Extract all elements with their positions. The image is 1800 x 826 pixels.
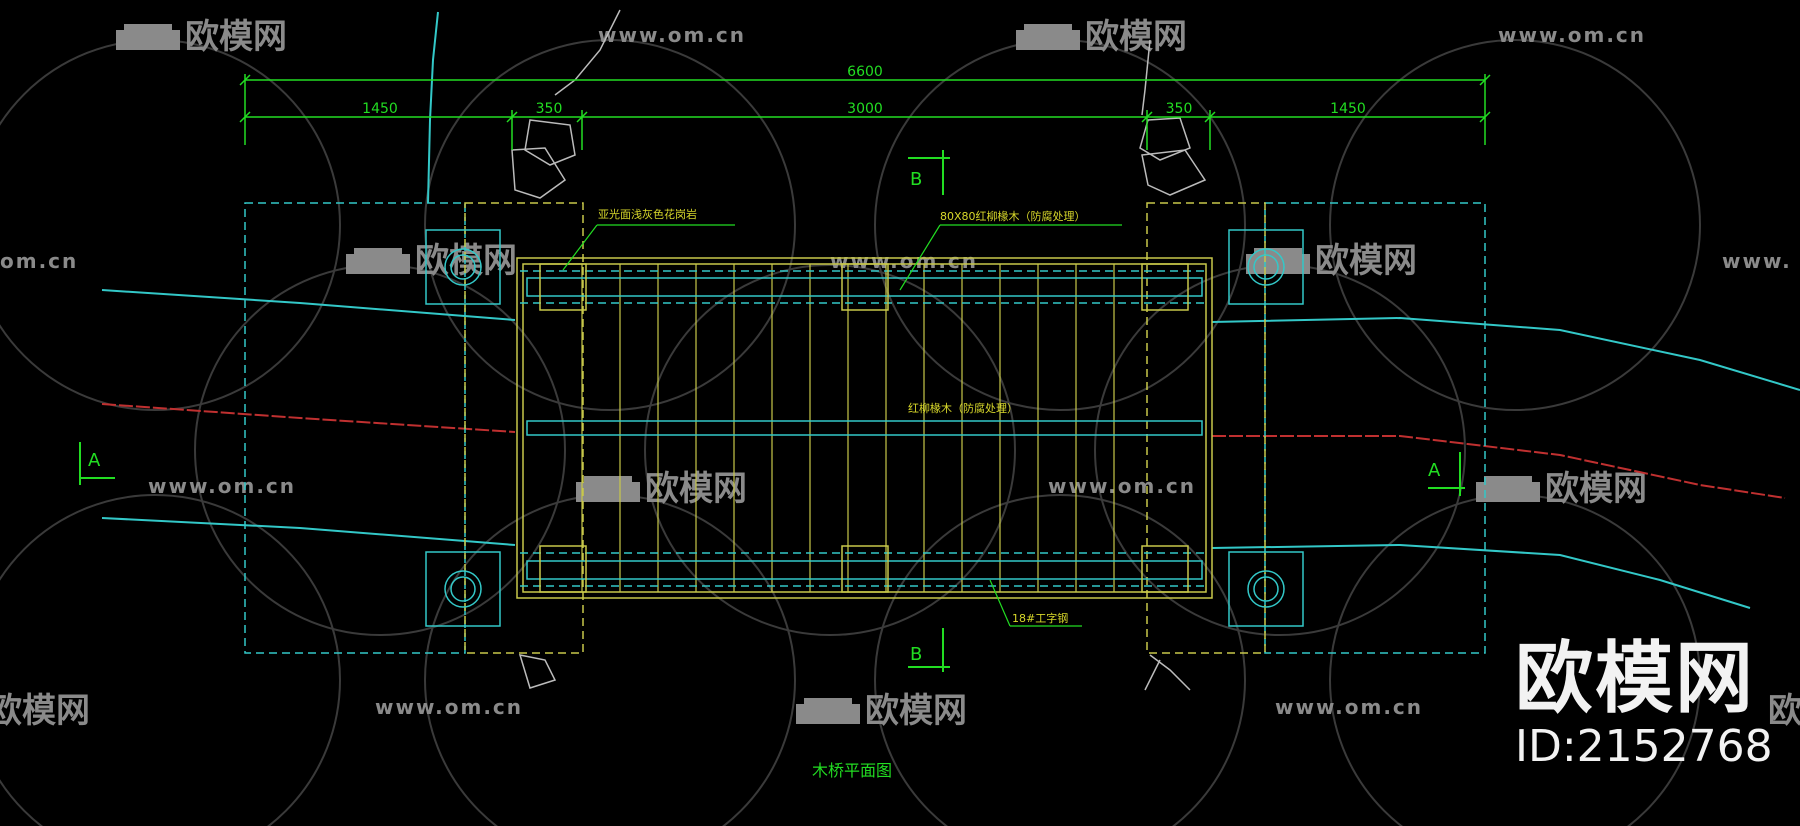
watermark-url: www.: [1722, 249, 1792, 273]
right-abutment-cap: [1146, 202, 1266, 654]
sofa-icon: [1476, 476, 1540, 502]
railing-post: [841, 263, 889, 311]
watermark-url: www.om.cn: [830, 249, 978, 273]
dimension-middle: 3000: [847, 101, 883, 117]
dimension-total: 6600: [847, 64, 883, 80]
dimension-texts: 6600 1450 350 3000 350 1450: [362, 64, 1366, 117]
railing-post: [1141, 545, 1189, 593]
annotation-texts: 亚光面浅灰色花岗岩 80X80红柳椽木（防腐处理） 红柳椽木（防腐处理） 18#…: [598, 207, 1086, 625]
watermark-url: www.om.cn: [1275, 695, 1423, 719]
sofa-icon: [1016, 24, 1080, 50]
annotation-deck-beam: 红柳椽木（防腐处理）: [908, 401, 1018, 415]
deck-planks: [581, 264, 1115, 592]
watermark-brand: 欧模网: [0, 691, 90, 731]
railing-post: [1141, 263, 1189, 311]
watermark-texts: 欧模网 欧模网 欧模网 欧模网 欧模网 欧模网 欧模网 欧模网 欧模网: [0, 17, 1800, 731]
watermark-url: www.om.cn: [375, 695, 523, 719]
watermark-url: om.cn: [0, 249, 78, 273]
deck-outline: [516, 257, 1213, 599]
watermark-brand: 欧模网: [185, 17, 287, 57]
railing-posts: [539, 263, 1189, 593]
pile-cap: [1228, 551, 1304, 627]
river-bank-bottom-left: [101, 517, 516, 546]
watermark-url: www.om.cn: [148, 474, 296, 498]
watermark-brand: 欧模网: [865, 691, 967, 731]
sofa-icon: [1246, 248, 1310, 274]
deck-inner-outline: [522, 263, 1207, 593]
left-abutment-cap: [464, 202, 584, 654]
sofa-icon: [346, 248, 410, 274]
sofa-icon: [576, 476, 640, 502]
watermark-logo-icons: [116, 24, 1540, 724]
right-abutment: [1264, 202, 1486, 654]
watermark-url: www.om.cn: [1498, 23, 1646, 47]
rock-outlines: [511, 9, 1207, 691]
watermark-url: www.om.cn: [1048, 474, 1196, 498]
section-markers: [79, 150, 1465, 672]
annotation-steel-beam: 18#工字钢: [1012, 611, 1068, 625]
pile-cap: [1228, 229, 1304, 305]
river-centerline-left: [101, 403, 516, 433]
river-bank-top-right: [1211, 316, 1800, 391]
pile-cap: [425, 229, 501, 305]
watermark-id: ID:2152768: [1515, 721, 1773, 772]
railing-post: [539, 545, 587, 593]
bottom-beam: [526, 560, 1203, 580]
watermark-brand: 欧模网: [1085, 17, 1187, 57]
railing-post: [841, 545, 889, 593]
center-beam: [526, 420, 1203, 436]
river-bank-top-left: [101, 289, 516, 321]
dimension-left-outer: 1450: [362, 101, 398, 117]
dimension-right-outer: 1450: [1330, 101, 1366, 117]
river-bank-bottom-right: [1211, 543, 1751, 609]
watermark-urls: www.om.cn www.om.cn om.cn www.om.cn www.…: [0, 23, 1792, 719]
bridge-deck: [516, 257, 1213, 599]
watermark-brand: 欧模网: [1315, 241, 1417, 281]
watermark-brand-large: 欧模网: [1515, 634, 1756, 724]
watermark-url: www.om.cn: [598, 23, 746, 47]
annotation-railing: 亚光面浅灰色花岗岩: [598, 207, 697, 221]
railing-post: [539, 263, 587, 311]
sofa-icon: [796, 698, 860, 724]
dimension-left-inner: 350: [536, 101, 563, 117]
dimension-lines: [239, 74, 1491, 150]
dimension-right-inner: 350: [1166, 101, 1193, 117]
section-label-a: A: [88, 450, 101, 471]
contour-line: [427, 11, 439, 204]
top-beam: [526, 277, 1203, 297]
watermark-brand: 欧模网: [1545, 469, 1647, 509]
drawing-title: 木桥平面图: [812, 761, 892, 780]
annotation-post-top: 80X80红柳椽木（防腐处理）: [940, 209, 1086, 223]
abutment-caps: [464, 202, 1266, 654]
section-label-a: A: [1428, 460, 1441, 481]
leader-lines: [562, 224, 1122, 627]
section-labels: A A B B: [88, 169, 1441, 665]
deck-beams: [520, 270, 1208, 587]
watermark-brand: 欧模网: [415, 241, 517, 281]
sofa-icon: [116, 24, 180, 50]
river-centerline-right: [1212, 435, 1786, 499]
pile-cap: [425, 551, 501, 627]
pile-caps: [425, 229, 1304, 627]
river-bank-lines: [101, 11, 1800, 609]
section-label-b: B: [910, 169, 922, 190]
watermark-brand: 欧模网: [1768, 691, 1800, 731]
section-label-b: B: [910, 644, 922, 665]
